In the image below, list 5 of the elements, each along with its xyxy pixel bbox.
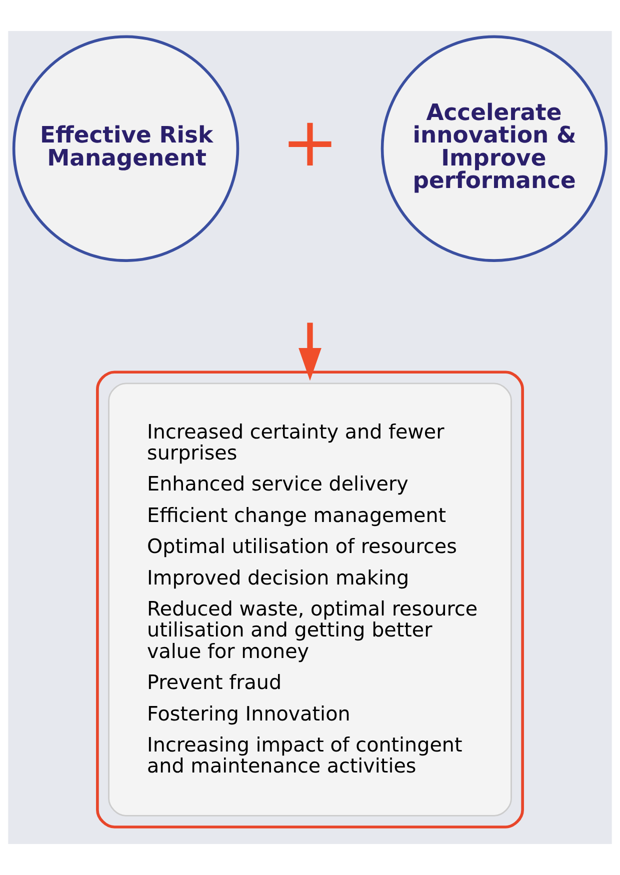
label: +: [282, 103, 338, 182]
node-box: Increased certainty and fewer surprises Enhanced service delivery Efficient change management Optimal utilisation of resources Improved decision making Reduced waste, optimal resource utilisation and getting better value for money Prevent fraud Fostering Innovation Increasing impact of contingent and maintenance activities: [108, 382, 512, 816]
node-circle: Accelerate innovation & Improve performance: [380, 35, 608, 262]
node-circle: Effective Risk Managenent: [12, 35, 240, 262]
arrow: [298, 322, 322, 381]
